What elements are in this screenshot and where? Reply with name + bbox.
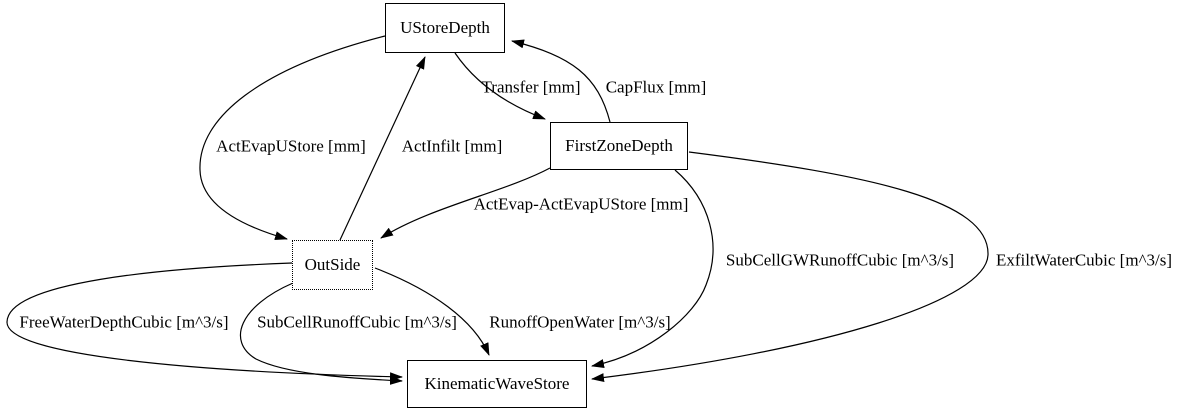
edge-label-actevap: ActEvap-ActEvapUStore [mm] [473, 194, 689, 214]
edge-actinfilt [339, 56, 426, 241]
node-label-ustoredepth: UStoreDepth [400, 18, 490, 37]
edge-capflux [511, 39, 611, 123]
edge-runoffopen [374, 267, 490, 356]
edge-label-freewater: FreeWaterDepthCubic [m^3/s] [19, 312, 229, 332]
edge-actevap [380, 167, 551, 239]
edge-freewater [6, 262, 403, 382]
edge-label-subcellrunoff: SubCellRunoffCubic [m^3/s] [257, 312, 457, 332]
node-ustoredepth: UStoreDepth [385, 3, 505, 53]
node-kinematicwavestore: KinematicWaveStore [407, 360, 587, 408]
edge-label-transfer: Transfer [mm] [481, 77, 581, 97]
edge-label-actinfilt: ActInfilt [mm] [401, 136, 503, 156]
node-label-outside: OutSide [304, 255, 361, 274]
edge-label-subcellgw: SubCellGWRunoffCubic [m^3/s] [725, 250, 955, 270]
edge-label-capflux: CapFlux [mm] [605, 77, 707, 97]
node-label-firstzonedepth: FirstZoneDepth [565, 136, 673, 155]
node-label-kinematicwavestore: KinematicWaveStore [424, 374, 570, 393]
edge-label-exfiltwater: ExfiltWaterCubic [m^3/s] [995, 250, 1173, 270]
edge-subcellgw [591, 169, 714, 368]
edge-label-actevapustore: ActEvapUStore [mm] [216, 136, 366, 156]
node-outside: OutSide [292, 240, 373, 290]
node-firstzonedepth: FirstZoneDepth [550, 122, 688, 170]
edge-subcellrunoff [239, 282, 403, 385]
edge-transfer [454, 52, 546, 120]
edge-exfiltwater [591, 151, 989, 383]
edge-label-runoffopen: RunoffOpenWater [m^3/s] [489, 312, 671, 332]
edge-actevapustore [199, 35, 386, 241]
